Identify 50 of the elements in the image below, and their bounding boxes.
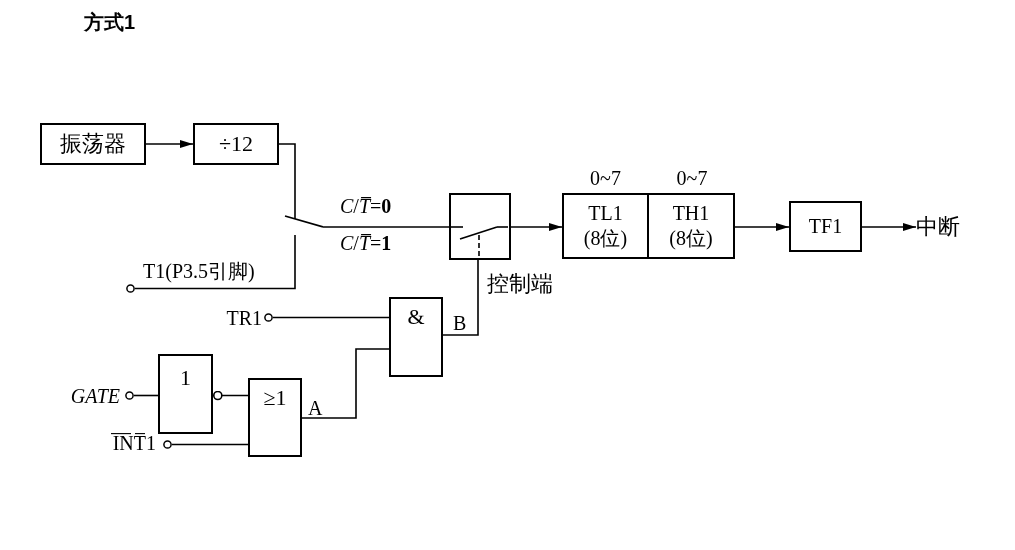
process-block bbox=[40, 123, 146, 165]
divider-block bbox=[193, 123, 279, 165]
terminal-label: T1(P3.5引脚) bbox=[143, 259, 255, 284]
inverted-output-line bbox=[212, 390, 249, 401]
output-label: 中断 bbox=[916, 212, 980, 242]
register-name: TL1 bbox=[588, 201, 623, 226]
control-input-label: 控制端 bbox=[487, 270, 553, 298]
or-gate bbox=[248, 378, 302, 457]
gate-symbol: ≥1 bbox=[263, 384, 287, 412]
terminal-label: I̅N̅T̅1 bbox=[110, 431, 156, 456]
arrow bbox=[145, 140, 194, 148]
connector-line bbox=[171, 443, 249, 446]
connector-line bbox=[133, 394, 159, 397]
mode-condition-label: C/T̅=1 bbox=[340, 231, 392, 256]
arrow bbox=[734, 223, 790, 231]
register-block bbox=[649, 193, 735, 259]
block-label: ÷12 bbox=[218, 130, 254, 158]
register-block bbox=[562, 193, 649, 259]
block-label: TF1 bbox=[808, 214, 843, 239]
block-label: 振荡器 bbox=[60, 130, 126, 158]
flag-block bbox=[789, 201, 862, 252]
arrow bbox=[510, 223, 563, 231]
arrow bbox=[861, 223, 917, 231]
terminal-label: GATE bbox=[69, 384, 120, 409]
register-width: (8位) bbox=[583, 226, 628, 251]
bit-range-label: 0~7 bbox=[675, 166, 709, 191]
register-name: TH1 bbox=[672, 201, 710, 226]
input-terminal bbox=[264, 313, 273, 322]
not-gate bbox=[158, 354, 213, 434]
and-gate bbox=[389, 297, 443, 377]
connector-line bbox=[272, 316, 390, 319]
input-terminal bbox=[125, 391, 134, 400]
connector-line bbox=[322, 226, 450, 228]
input-terminal bbox=[126, 284, 135, 293]
signal-name: B bbox=[453, 311, 467, 336]
connector-line bbox=[278, 143, 296, 215]
diagram-title: 方式1 bbox=[84, 10, 136, 35]
gate-symbol: 1 bbox=[180, 364, 191, 392]
switch-lever bbox=[283, 214, 323, 240]
terminal-label: TR1 bbox=[225, 306, 262, 331]
control-switch-block bbox=[449, 193, 511, 260]
input-terminal bbox=[163, 440, 172, 449]
connector-line bbox=[442, 259, 479, 336]
bit-range-label: 0~7 bbox=[589, 166, 622, 191]
signal-name: A bbox=[308, 396, 323, 421]
mode-condition-label: C/T̅=0 bbox=[340, 194, 392, 219]
connector-line bbox=[134, 239, 296, 290]
gate-symbol: & bbox=[407, 303, 425, 331]
register-width: (8位) bbox=[669, 226, 713, 251]
connector-line bbox=[301, 348, 390, 419]
